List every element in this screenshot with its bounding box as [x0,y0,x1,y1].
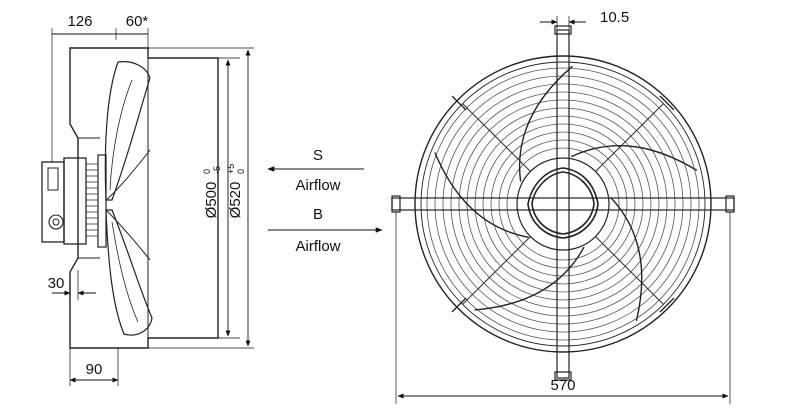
guard-ring [482,123,644,285]
hub-ring [516,157,610,251]
fan-blade [474,246,585,311]
fan-blades [434,65,698,322]
guard-ring [458,99,668,309]
guard-grille [426,67,700,341]
airflow-legend: S Airflow B Airflow [267,147,383,255]
fan-blade [518,65,573,182]
guard-ring [490,131,636,277]
guard-ring [506,147,620,261]
dim-10-5: 10.5 [600,9,629,26]
airflow-b-direction: B [313,206,323,223]
outer-ring [414,55,712,353]
airflow-s-label: Airflow [295,177,340,194]
dim-520-tol-lower: 0 [236,169,246,174]
airflow-b-label: Airflow [295,238,340,255]
guard-ring [442,83,684,325]
guard-ring [434,75,692,333]
blade-upper [104,61,151,201]
vertical-bracket [556,29,570,379]
dim-diameter-520: Ø520 [227,182,244,219]
guard-ring [474,115,652,293]
hub-cutout [527,167,599,239]
cable-gland-icon [48,214,64,230]
airflow-s-direction: S [313,147,323,164]
motor-cap [41,161,65,243]
dim-30: 30 [48,275,65,292]
guard-ring [426,67,700,341]
dim-126: 126 [67,13,92,30]
dim-570: 570 [550,377,575,394]
dim-60: 60* [126,13,149,30]
dim-520-tol-upper: +5 [226,164,236,174]
dim-500-tol-upper: 0 [202,169,212,174]
dim-90: 90 [86,361,103,378]
fan-blade [570,144,698,171]
guard-ring [450,91,676,317]
motor-fins [86,163,98,237]
guard-spoke [595,103,664,172]
side-view: 126 60* Ø500 0 -5 Ø520 +5 0 30 90 [41,13,254,386]
dim-diameter-500: Ø500 [203,182,220,219]
dim-500-tol-lower: -5 [212,166,222,174]
guard-spoke [462,236,531,305]
housing-outline [69,47,219,349]
guard-ring [498,139,628,269]
blade-lower [105,209,153,336]
motor-rotor [63,157,87,245]
fan-blade [434,152,529,238]
guard-spoke [595,236,664,305]
fan-blade [609,196,643,322]
front-view: 10.5 570 [391,9,735,404]
